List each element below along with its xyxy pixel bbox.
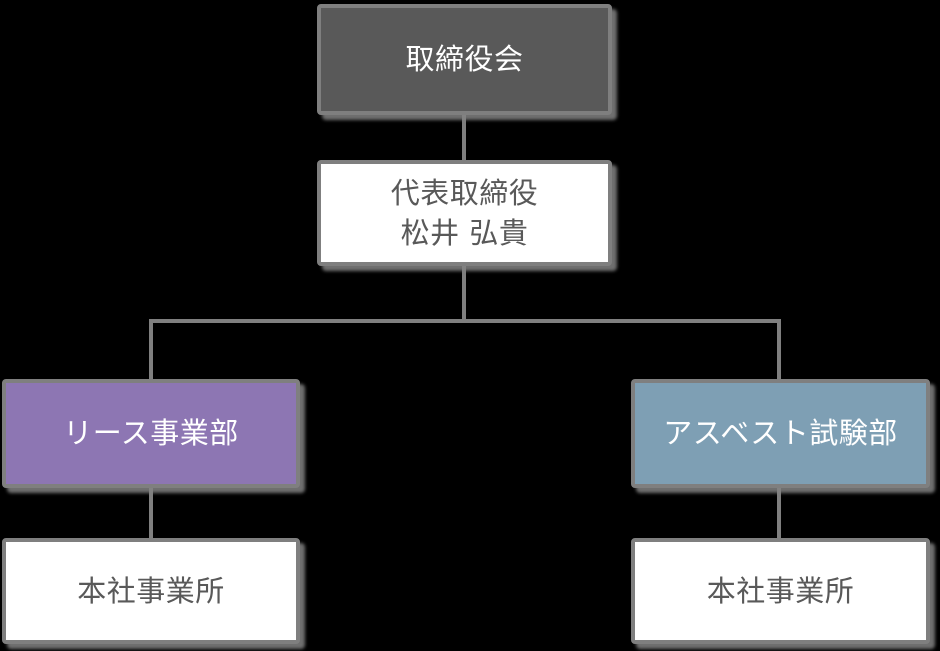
node-ceo-name: 松井 弘貴 <box>400 216 529 250</box>
connector-ceo-down <box>462 264 466 321</box>
connector-asbestos-to-hq <box>777 486 781 540</box>
connector-horizontal-branch <box>149 319 781 323</box>
node-head-office-left: 本社事業所 <box>2 538 300 644</box>
node-hq-left-label: 本社事業所 <box>77 573 225 608</box>
node-asbestos-testing-division: アスベスト試験部 <box>631 379 930 488</box>
connector-left-branch-drop <box>149 321 153 381</box>
node-head-office-right: 本社事業所 <box>631 538 930 644</box>
node-ceo-title: 代表取締役 <box>390 175 539 210</box>
connector-lease-to-hq <box>149 486 153 540</box>
node-asbestos-label: アスベスト試験部 <box>663 416 898 451</box>
connector-board-to-ceo <box>462 113 466 162</box>
node-lease-division: リース事業部 <box>2 379 300 488</box>
node-ceo-text: 代表取締役 松井 弘貴 <box>391 173 539 253</box>
connector-right-branch-drop <box>777 321 781 381</box>
node-lease-label: リース事業部 <box>63 416 239 451</box>
node-hq-right-label: 本社事業所 <box>706 573 855 608</box>
node-representative-director: 代表取締役 松井 弘貴 <box>317 160 612 266</box>
node-board-label: 取締役会 <box>405 42 524 77</box>
node-board-of-directors: 取締役会 <box>317 4 612 115</box>
